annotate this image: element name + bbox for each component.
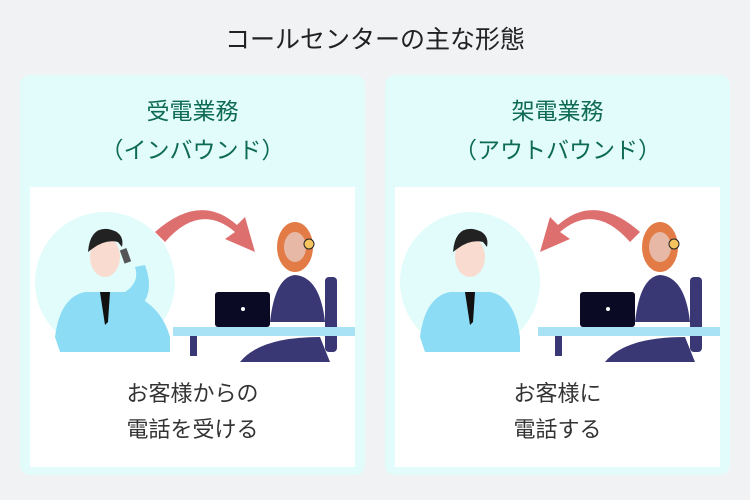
subheading-text: （アウトバウンド） [454,138,661,164]
operator-icon [173,222,355,362]
illustration-panel: お客様からの 電話を受ける [30,187,355,467]
inbound-illustration [35,210,355,362]
subheading-text: （インバウンド） [100,138,285,164]
caption-line: お客様からの [126,382,259,407]
heading-text: 架電業務 [511,99,604,125]
caption-line: 電話を受ける [126,418,259,443]
illustration-panel: お客様に 電話する [395,187,720,467]
caption-line: お客様に [513,382,602,407]
card-heading: 受電業務 （インバウンド） [20,93,365,171]
card-heading: 架電業務 （アウトバウンド） [385,93,730,171]
inbound-card: 受電業務 （インバウンド） [20,75,365,475]
outbound-card: 架電業務 （アウトバウンド） [385,75,730,475]
operator-icon [538,222,720,362]
caption: お客様に 電話する [395,377,720,449]
heading-text: 受電業務 [146,99,239,125]
outbound-illustration [400,210,720,362]
customer-icon [400,212,540,352]
page-title: コールセンターの主な形態 [224,25,525,54]
arrow-icon [155,210,255,252]
caption: お客様からの 電話を受ける [30,377,355,449]
caption-line: 電話する [513,418,602,443]
arrow-icon [540,210,640,252]
customer-icon [35,212,175,352]
